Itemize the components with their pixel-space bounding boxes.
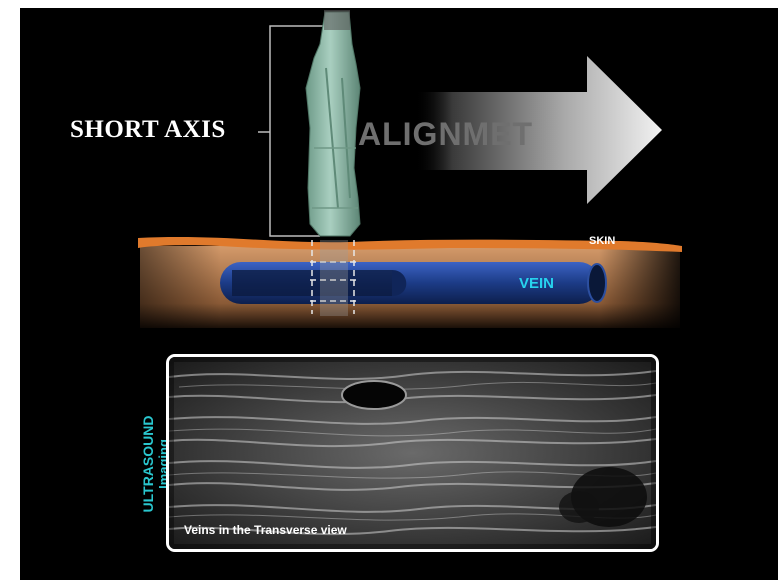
beam-shadow — [320, 240, 348, 316]
short-axis-label: SHORT AXIS — [70, 116, 226, 144]
alignment-label: ALIGNMET — [358, 116, 533, 153]
vein-cross-section — [342, 381, 406, 409]
skin-label: SKIN — [589, 235, 615, 247]
ultrasound-caption: Veins in the Transverse view — [184, 523, 347, 537]
ultrasound-label-line1: ULTRASOUND — [140, 414, 156, 514]
diagram-canvas: SHORT AXIS ALIGNMET SKIN VEIN ULTRASOUND… — [20, 8, 778, 580]
ultrasound-texture — [169, 357, 656, 549]
ultrasound-probe-icon — [306, 10, 360, 236]
vein-label: VEIN — [519, 275, 554, 292]
